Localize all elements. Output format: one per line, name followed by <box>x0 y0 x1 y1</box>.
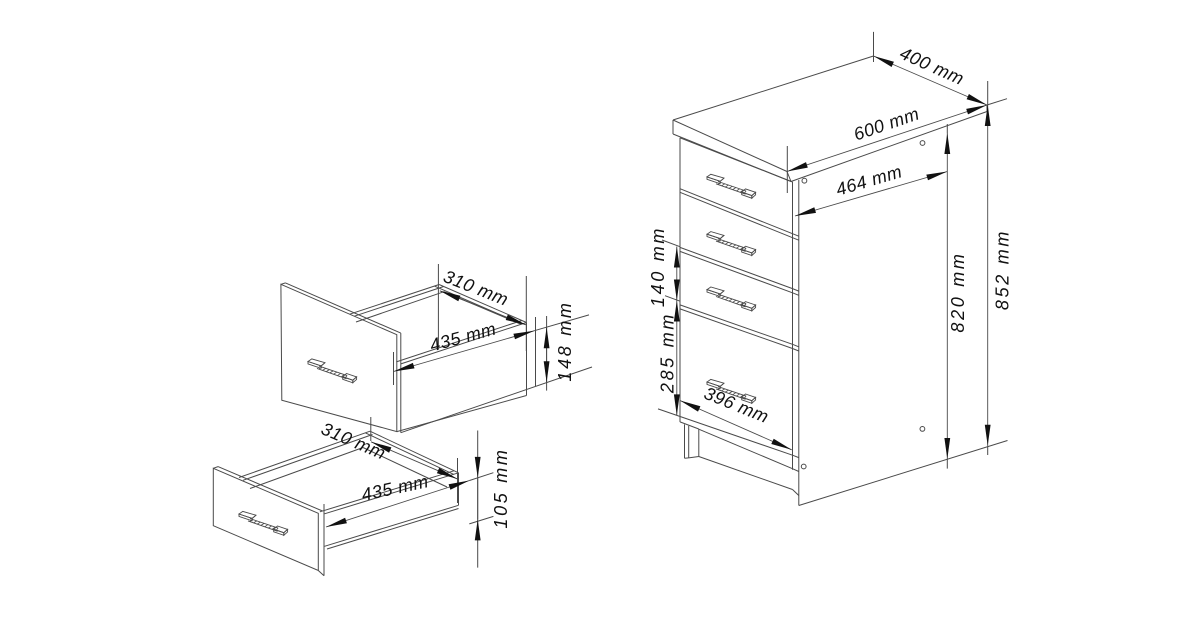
svg-text:148 mm: 148 mm <box>555 300 575 381</box>
svg-text:852 mm: 852 mm <box>993 229 1013 310</box>
svg-text:105 mm: 105 mm <box>491 447 511 528</box>
svg-text:140 mm: 140 mm <box>648 226 668 307</box>
svg-text:820 mm: 820 mm <box>948 251 968 332</box>
svg-text:285 mm: 285 mm <box>658 312 678 394</box>
